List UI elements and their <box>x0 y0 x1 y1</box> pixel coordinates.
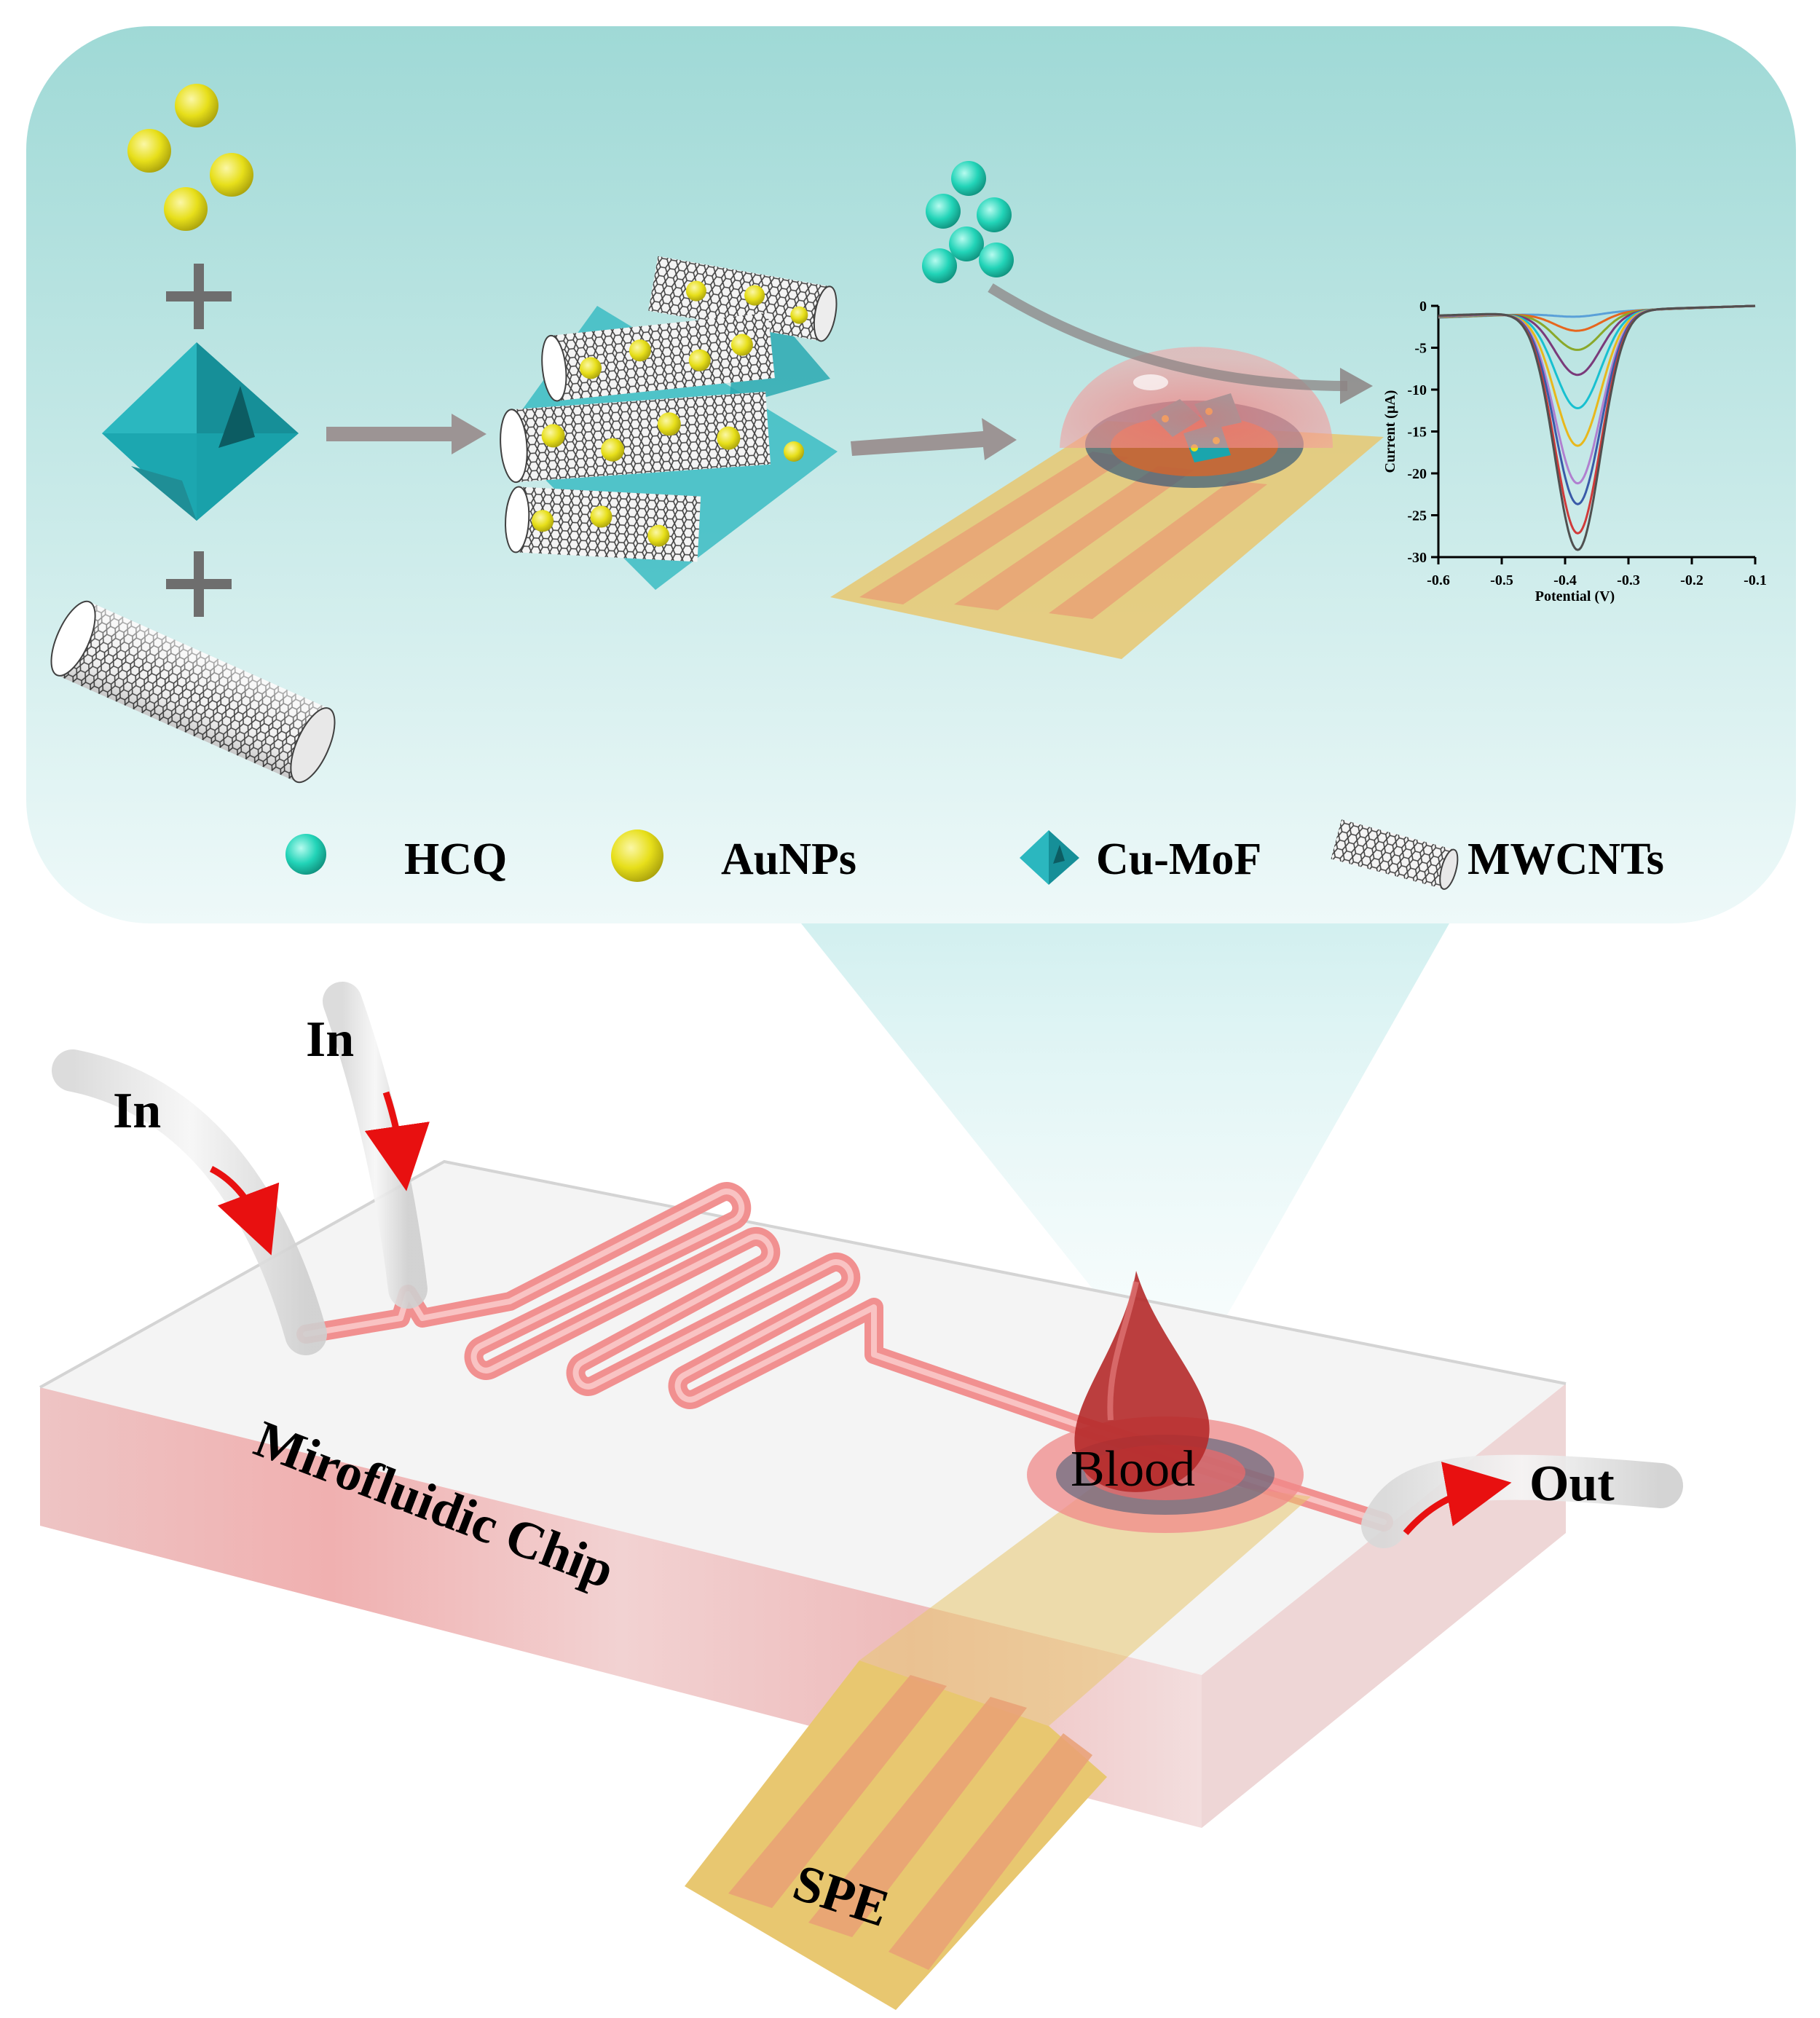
process-arrow-head <box>1340 368 1373 404</box>
hcq-cluster <box>922 161 1014 283</box>
inlet-right-label: In <box>306 1012 354 1068</box>
chart-x-axis-label: Potential (V) <box>1535 588 1615 604</box>
plus-icon <box>166 264 232 329</box>
cu-mof-octahedron-icon <box>102 342 299 521</box>
aunps-legend-icon <box>611 829 663 882</box>
chart-x-tick-label: -0.4 <box>1553 572 1577 588</box>
legend-hcq-label: HCQ <box>404 835 507 884</box>
chart-y-tick-label: -30 <box>1407 550 1427 566</box>
chart-x-tick-label: -0.5 <box>1490 572 1513 588</box>
legend: HCQ AuNPs Cu-MoF MWCNTs <box>285 819 1664 890</box>
chart-y-tick-label: -20 <box>1407 466 1427 482</box>
legend-cumof-label: Cu-MoF <box>1096 835 1261 884</box>
inlet-left-label: In <box>113 1083 161 1139</box>
synthesis-panel <box>26 26 1796 923</box>
chart-y-tick-label: -25 <box>1407 508 1427 524</box>
flow-arrow <box>209 1165 280 1256</box>
chart-y-tick-label: 0 <box>1419 299 1427 315</box>
chart-series-line <box>1438 304 1756 551</box>
chart-y-axis-label: Current (µA) <box>1382 390 1398 473</box>
process-arrow <box>988 283 1348 391</box>
hcq-legend-icon <box>285 834 326 875</box>
blood-label: Blood <box>1071 1441 1195 1497</box>
legend-mwcnts-label: MWCNTs <box>1468 835 1664 884</box>
chart-y-tick-label: -5 <box>1414 341 1427 357</box>
mwcnts-legend-icon <box>1331 819 1459 890</box>
zoom-beam <box>801 923 1449 1398</box>
chart-x-tick-label: -0.2 <box>1680 572 1703 588</box>
outlet-label: Out <box>1529 1456 1615 1512</box>
plus-icon <box>166 551 232 617</box>
chart-y-tick-label: -15 <box>1407 425 1427 441</box>
inlet-tube-left <box>52 1049 327 1355</box>
chart-x-tick-label: -0.1 <box>1744 572 1767 588</box>
microfluidic-chip <box>39 982 1683 2010</box>
chart-y-tick-label: -10 <box>1407 382 1427 398</box>
flow-arrow <box>1403 1462 1512 1535</box>
chart-x-tick-label: -0.3 <box>1617 572 1640 588</box>
dpv-chart: -0.6 -0.5 -0.4 -0.3 -0.2 -0.1 0 -5 -10 -15 -20 -25 -… <box>1382 299 1767 604</box>
composite-icon <box>500 256 838 590</box>
chart-x-tick-label: -0.6 <box>1427 572 1450 588</box>
screen-printed-electrode-icon <box>830 347 1384 659</box>
droplet-dome <box>1060 347 1333 448</box>
cu-mof-legend-icon <box>1020 830 1079 885</box>
aunps-cluster <box>127 84 253 231</box>
blood-drop-icon <box>1074 1271 1210 1492</box>
screen-printed-electrode-icon <box>685 1471 1311 2010</box>
legend-aunps-label: AuNPs <box>721 835 856 884</box>
process-arrow <box>326 414 486 454</box>
carbon-nanotube-icon <box>50 600 336 784</box>
flow-arrow <box>364 1091 430 1191</box>
process-arrow <box>851 418 1017 460</box>
